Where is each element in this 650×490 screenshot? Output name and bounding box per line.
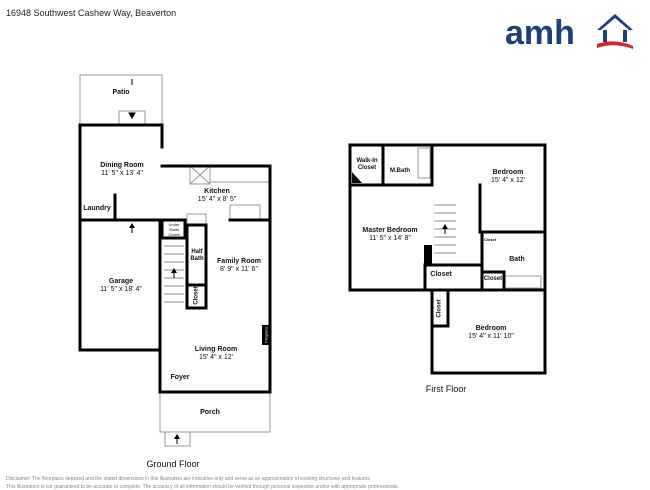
fireplace-label: Fireplace: [263, 326, 269, 343]
fireplace: [262, 325, 270, 345]
room-bath: Bath: [509, 256, 525, 263]
room-foyer: Foyer: [170, 374, 190, 381]
first-floor-title: First Floor: [425, 384, 467, 394]
amh-logo: amh: [505, 14, 633, 52]
room-walk-in-closet: Walk-In Closet: [356, 158, 378, 171]
room-under-stairs-closet: Under Stairs Closet: [168, 222, 180, 237]
disclaimer-line-1: Disclaimer: The floorplans depicted and …: [6, 476, 372, 482]
patio-outline: [79, 74, 163, 126]
room-laundry: Laundry: [83, 205, 111, 212]
arrow-icons: [128, 79, 448, 444]
room-closet-hall: Closet: [430, 271, 452, 278]
house-roof-icon: [597, 14, 633, 30]
ground-floor-title: Ground Floor: [146, 459, 200, 469]
room-patio: Patio: [112, 89, 130, 96]
property-address: 16948 Southwest Cashew Way, Beaverton: [6, 8, 177, 18]
swoosh-icon: [597, 41, 633, 49]
room-closet: Closet: [193, 286, 200, 305]
room-master-bath: M.Bath: [390, 168, 410, 174]
room-closet-bath: Closet: [483, 237, 497, 242]
disclaimer-line-2: This illustration is not guaranteed to b…: [6, 484, 399, 490]
room-half-bath: Half Bath: [190, 249, 204, 262]
room-closet-vertical: Closet: [436, 299, 443, 318]
logo-text: amh: [505, 14, 575, 52]
room-porch: Porch: [200, 409, 220, 416]
room-closet-small: Closet: [483, 276, 503, 282]
